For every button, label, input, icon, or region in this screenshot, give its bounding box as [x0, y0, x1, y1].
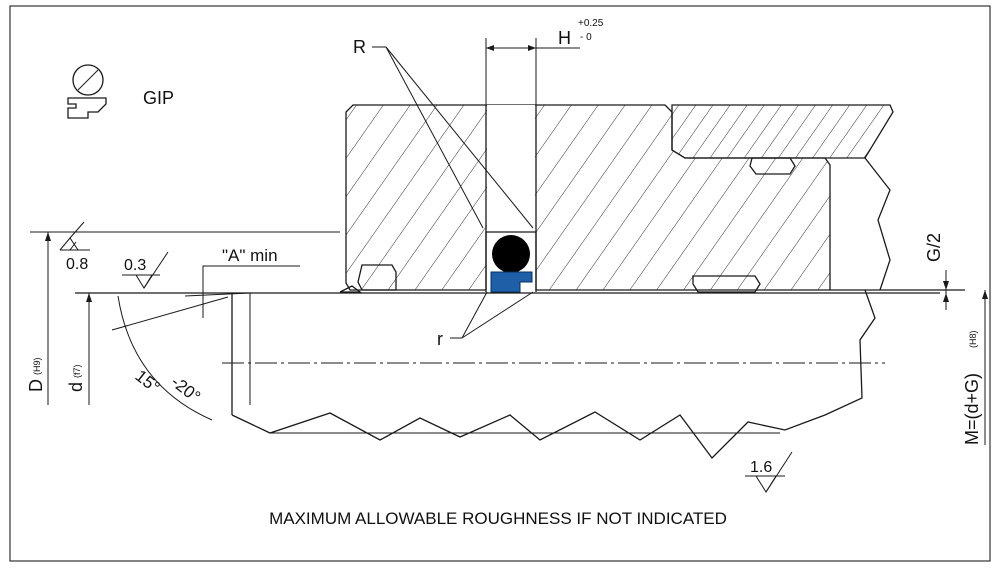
dim-d: d — [66, 382, 86, 392]
housing-upper-right — [671, 104, 894, 159]
label-A-min: "A" min — [222, 246, 278, 265]
profile-label: GIP — [143, 88, 174, 108]
dim-D-tol: (H9) — [32, 357, 42, 375]
backup-ring — [490, 271, 533, 293]
insert-bottom — [692, 275, 761, 293]
wiper-lip — [339, 285, 362, 293]
drawing-border — [9, 5, 991, 562]
dim-H-tol-upper: +0.25 — [578, 18, 604, 29]
roughness-symbol-0.8 — [59, 221, 90, 251]
insert-left — [357, 264, 397, 291]
roughness-0.8: 0.8 — [66, 256, 88, 273]
roughness-1.6: 1.6 — [750, 459, 772, 476]
chamfer-15: 15° — [132, 366, 164, 397]
dim-H-tol-lower: - 0 — [580, 32, 592, 43]
o-ring — [492, 235, 530, 273]
dim-d-tol: (f7) — [72, 364, 82, 378]
roughness-symbol-1.6 — [745, 451, 793, 493]
gip-profile-icon — [67, 64, 107, 119]
roughness-0.3: 0.3 — [124, 257, 146, 274]
dim-M-tol: (H8) — [968, 330, 978, 348]
footnote: MAXIMUM ALLOWABLE ROUGHNESS IF NOT INDIC… — [269, 509, 727, 528]
label-R: R — [353, 37, 366, 57]
chamfer-20: -20° — [168, 372, 204, 406]
label-r: r — [437, 329, 443, 349]
insert-top — [749, 157, 796, 175]
break-line — [231, 289, 876, 459]
dim-M: M=(d+G) — [962, 373, 982, 445]
dim-D: D — [26, 379, 46, 392]
roughness-symbol-0.3 — [122, 251, 169, 289]
dim-H: H — [558, 28, 571, 48]
chamfer-arc — [117, 295, 213, 421]
dim-G-half: G/2 — [924, 233, 944, 262]
